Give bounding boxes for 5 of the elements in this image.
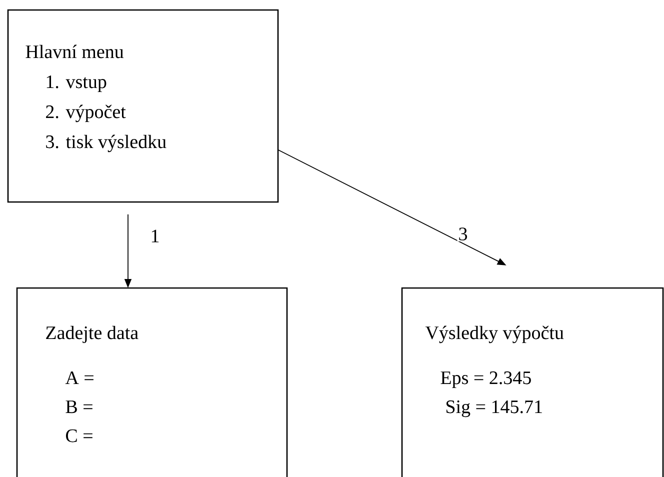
box: Zadejte data A = B = C = [16, 287, 288, 477]
edge-label: 3 [457, 226, 469, 242]
edge-label: 1 [149, 228, 161, 244]
box: Hlavní menu 1. vstup 2. výpočet 3. tisk výsledku [7, 9, 279, 203]
box: Výsledky výpočtu Eps = 2.345 Sig = 145.71 [401, 287, 664, 477]
